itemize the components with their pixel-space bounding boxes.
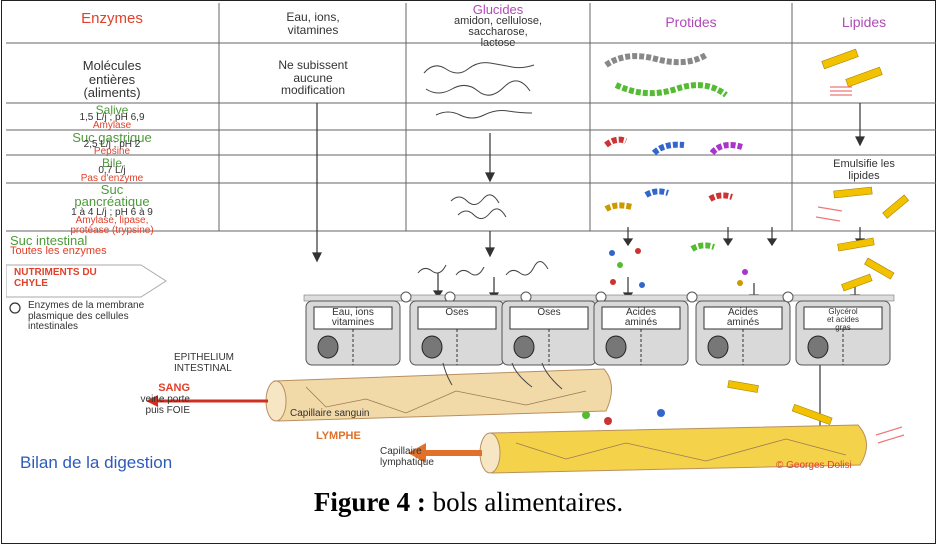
- absorption-lines: [442, 362, 563, 390]
- cell-nucleus: [513, 335, 535, 359]
- cell-label: Oses: [445, 307, 469, 318]
- header-glucides: Glucides: [472, 2, 524, 17]
- caption-label: Figure 4 :: [313, 487, 426, 517]
- capillaire-sanguin-label: Capillaire sanguin: [290, 408, 370, 419]
- gastrique-name: Suc gastrique: [72, 130, 152, 145]
- figure-caption: Figure 4 : bols alimentaires.: [2, 487, 935, 518]
- credit-label: © Georges Dolisi: [776, 460, 852, 471]
- pancreatique-name: Suc pancréatique: [74, 182, 150, 210]
- cell-nucleus: [807, 335, 829, 359]
- enzymes-membrane-label: Enzymes de la membrane plasmique des cel…: [28, 300, 145, 332]
- fatty-acid-chains: [815, 86, 905, 444]
- epithelium-label: EPITHELIUM INTESTINAL: [174, 352, 235, 374]
- bilan-title: Bilan de la digestion: [20, 453, 173, 472]
- cell-nucleus: [421, 335, 443, 359]
- cell-label: Glycérol et acides gras: [826, 307, 860, 332]
- membrane-band: [303, 291, 895, 303]
- gastrique-enzyme: Pepsine: [93, 146, 131, 157]
- cell-label: Acides aminés: [624, 307, 658, 328]
- header-protides: Protides: [665, 14, 717, 30]
- header-lipides: Lipides: [841, 14, 887, 30]
- salive-enzyme: Amylase: [92, 120, 132, 131]
- pancreatique-enzyme: Amylase, lipase, protéase (trypsine): [70, 215, 154, 236]
- protide-molecules: [582, 52, 748, 439]
- header-glucides-sub: amidon, cellulose, saccharose, lactose: [453, 15, 543, 49]
- row-molecules: Molécules entières (aliments): [82, 58, 142, 101]
- caption-text: bols alimentaires.: [425, 487, 624, 517]
- bile-name: Bile: [101, 156, 122, 170]
- salive-detail: 1,5 L/j ; pH 6,9: [79, 112, 145, 123]
- blood-capillary: [146, 368, 612, 422]
- cell-nucleus: [707, 335, 729, 359]
- sang-label: SANG: [158, 382, 190, 394]
- diagram-svg: [6, 3, 936, 474]
- gastrique-detail: 2,5 L/j ; pH 2: [83, 139, 141, 150]
- lymphatic-capillary: [408, 424, 867, 474]
- sang-detail: veine porte puis FOIE: [140, 394, 190, 416]
- intestinal-name: Suc intestinal: [10, 233, 88, 248]
- no-change-text: Ne subissent aucune modification: [278, 58, 348, 98]
- enzyme-legend-circle: [9, 302, 21, 314]
- pancreatique-detail: 1 à 4 L/j ; pH 6 à 9: [71, 207, 153, 218]
- intestinal-enzyme: Toutes les enzymes: [10, 245, 107, 257]
- table-grid: [6, 3, 936, 232]
- salive-name: Salive: [95, 103, 129, 117]
- emulsifie-text: Emulsifie les lipides: [833, 158, 895, 182]
- cell-label: Eau, ions vitamines: [331, 307, 375, 328]
- flow-arrows: [312, 103, 866, 441]
- bile-enzyme: Pas d'enzyme: [80, 173, 144, 184]
- bile-detail: 0,7 L/j: [98, 165, 126, 176]
- intestinal-cells: [305, 300, 891, 366]
- cell-label: Acides aminés: [726, 307, 760, 328]
- cell-nucleus: [317, 335, 339, 359]
- lymphe-label: LYMPHE: [316, 430, 361, 442]
- header-eau: Eau, ions, vitamines: [286, 10, 340, 37]
- nutriments-arrow-shape: [6, 264, 167, 298]
- header-enzymes: Enzymes: [81, 10, 143, 27]
- digestion-diagram: Enzymes Eau, ions, vitamines Glucides am…: [6, 3, 936, 480]
- cell-label: Oses: [537, 307, 561, 318]
- capillaire-lymphatique-label: Capillaire lymphatique: [380, 446, 434, 468]
- lipid-molecules: [727, 48, 910, 426]
- glucide-molecules: [417, 62, 549, 276]
- cell-nucleus: [605, 335, 627, 359]
- nutriments-label: NUTRIMENTS DU CHYLE: [14, 267, 97, 289]
